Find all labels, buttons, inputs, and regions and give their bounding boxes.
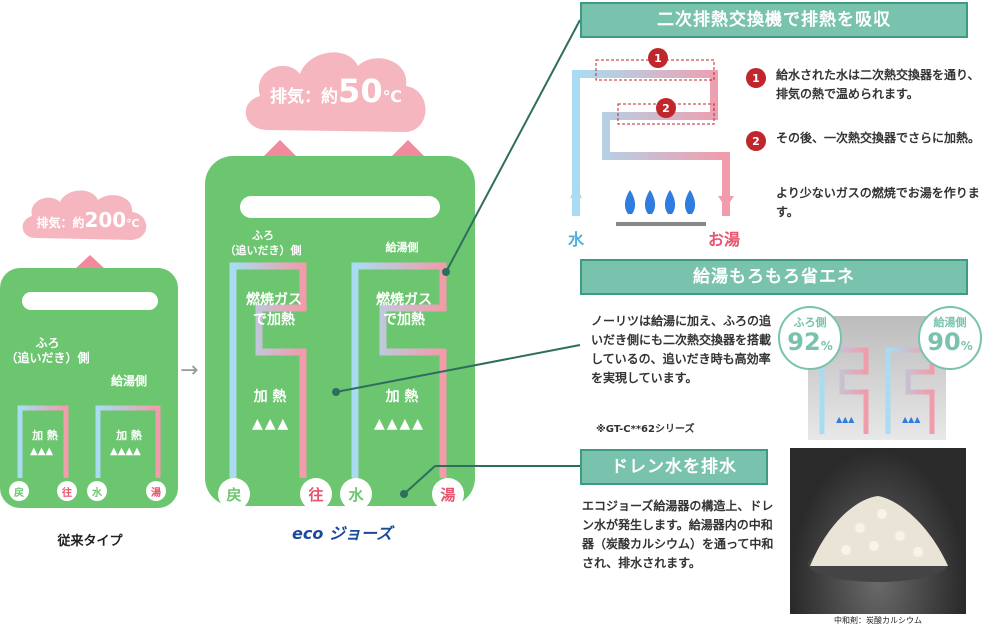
- water-label: 水: [568, 230, 585, 249]
- flame-icon: ▲▲▲: [30, 446, 54, 457]
- conventional-pipes: [17, 405, 161, 478]
- heat-label-bath: 加 熱: [32, 429, 58, 442]
- section1-heading: 二次排熱交換機で排熱を吸収: [580, 2, 968, 38]
- section1-text-2: その後、一次熱交換器でさらに加熱。: [776, 131, 981, 145]
- exhaust-duct: [240, 196, 440, 218]
- flame-icon: ▲▲▲: [252, 416, 291, 432]
- arrow-right-icon: →: [180, 358, 199, 383]
- photo-caption: 中和剤：炭酸カルシウム: [834, 616, 922, 625]
- section3-heading: ドレン水を排水: [580, 449, 768, 485]
- section2-heading: 給湯もろもろ省エネ: [580, 259, 968, 295]
- exhaust-cloud-small: [22, 190, 147, 240]
- hot-water-label: お湯: [708, 230, 741, 249]
- flame-icon: ▲▲▲▲: [110, 446, 141, 457]
- bath-side-label: ふろ （追いだき）側: [5, 336, 90, 365]
- exhaust-cloud-large: [245, 52, 426, 132]
- port-return: 戻: [9, 481, 29, 501]
- svg-text:▲▲▲: ▲▲▲: [836, 415, 855, 424]
- port-water: 水: [340, 478, 372, 510]
- marker-2: 2: [746, 131, 766, 151]
- bath-efficiency-badge: ふろ側 92%: [778, 306, 842, 370]
- section3-text: エコジョーズ給湯器の構造上、ドレン水が発生します。給湯器内の中和器（炭酸カルシウ…: [582, 499, 774, 570]
- exhaust-duct: [22, 292, 158, 310]
- eco-pipes: [229, 262, 447, 478]
- eco-heat-label-hot: 加 熱: [385, 389, 419, 405]
- marker-1: 1: [648, 48, 668, 68]
- exhaust-label-small: 排気：約200℃: [36, 208, 140, 232]
- port-out: 往: [300, 478, 332, 510]
- eco-jozu-logo: eco ジョーズ: [292, 524, 393, 543]
- section2-text: ノーリツは給湯に加え、ふろの追いだき側にも二次熱交換器を搭載しているの、追いだき…: [591, 314, 772, 385]
- section1-text-3: より少ないガスの燃焼でお湯を作ります。: [776, 186, 980, 219]
- section1-diagram: [570, 59, 734, 226]
- exhaust-label-large: 排気：約50℃: [270, 72, 402, 110]
- hot-side-label: 給湯側: [110, 374, 147, 388]
- hot-efficiency-badge: 給湯側 90%: [918, 306, 982, 370]
- calcium-carbonate-image: [808, 496, 948, 582]
- eco-hot-side-label: 給湯側: [385, 241, 419, 254]
- port-hot: 湯: [432, 478, 464, 510]
- flame-icon: ▲▲▲▲: [374, 416, 426, 432]
- eco-heat-label-bath: 加 熱: [253, 389, 287, 405]
- port-water: 水: [87, 481, 107, 501]
- model-note: ※GT-C**62シリーズ: [596, 424, 695, 435]
- eco-bath-side-label: ふろ （追いだき）側: [224, 229, 302, 257]
- svg-text:▲▲▲: ▲▲▲: [902, 415, 921, 424]
- port-hot: 湯: [146, 481, 166, 501]
- port-return: 戻: [218, 478, 250, 510]
- conventional-caption: 従来タイプ: [57, 534, 123, 549]
- marker-2: 2: [656, 98, 676, 118]
- section1-text-1: 給水された水は二次熱交換器を通り、排気の熱で温められます。: [776, 68, 980, 101]
- gas-heat-label-bath: 燃焼ガス で加熱: [246, 292, 302, 328]
- heat-label-hot: 加 熱: [116, 429, 142, 442]
- port-out: 往: [57, 481, 77, 501]
- gas-heat-label-hot: 燃焼ガス で加熱: [376, 292, 432, 328]
- marker-1: 1: [746, 68, 766, 88]
